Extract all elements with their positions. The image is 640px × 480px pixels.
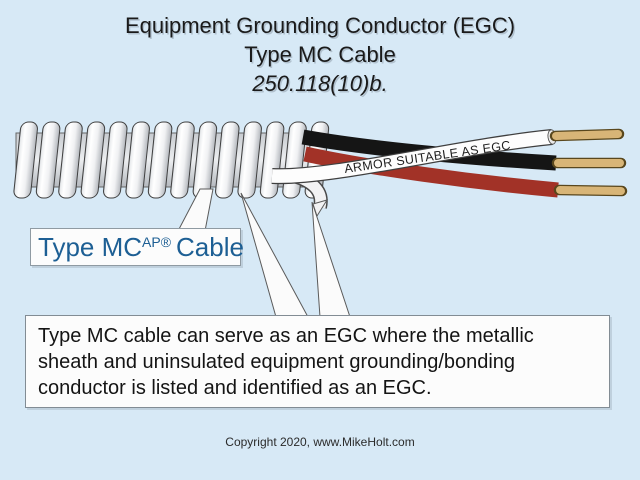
note-pointer-sheath <box>240 192 309 318</box>
armor-rib <box>215 121 240 199</box>
title-line-2: Type MC Cable <box>244 42 396 67</box>
armor-rib <box>58 121 83 199</box>
armor-rib <box>237 121 262 199</box>
armor-rib <box>103 121 128 199</box>
note-text: Type MC cable can serve as an EGC where … <box>38 325 534 399</box>
armor-egc-wire <box>271 130 553 183</box>
cable-label-suffix: Cable <box>176 232 244 262</box>
note-pointer-strip <box>311 201 351 318</box>
cable-label-prefix: Type MC <box>38 232 143 262</box>
note-box: Type MC cable can serve as an EGC where … <box>25 315 610 408</box>
armor-rib <box>125 121 150 199</box>
title-block: Equipment Grounding Conductor (EGC) Type… <box>0 11 640 98</box>
armor-rib <box>35 121 61 199</box>
code-reference: 250.118(10)b. <box>252 71 388 96</box>
armor-rib <box>170 121 195 199</box>
red-conductor-wire <box>303 146 559 198</box>
copyright-line: Copyright 2020, www.MikeHolt.com <box>225 435 415 449</box>
cable-label-superscript: AP® <box>142 234 172 250</box>
armor-egc-copper-end <box>552 130 622 140</box>
title-line-1: Equipment Grounding Conductor (EGC) <box>124 13 516 38</box>
armor-rib <box>147 121 173 199</box>
red-conductor-copper-end <box>556 186 625 195</box>
armor-rib <box>80 121 106 199</box>
cable-type-label: Type MCAP®Cable <box>30 228 244 266</box>
armor-rib <box>13 121 38 199</box>
